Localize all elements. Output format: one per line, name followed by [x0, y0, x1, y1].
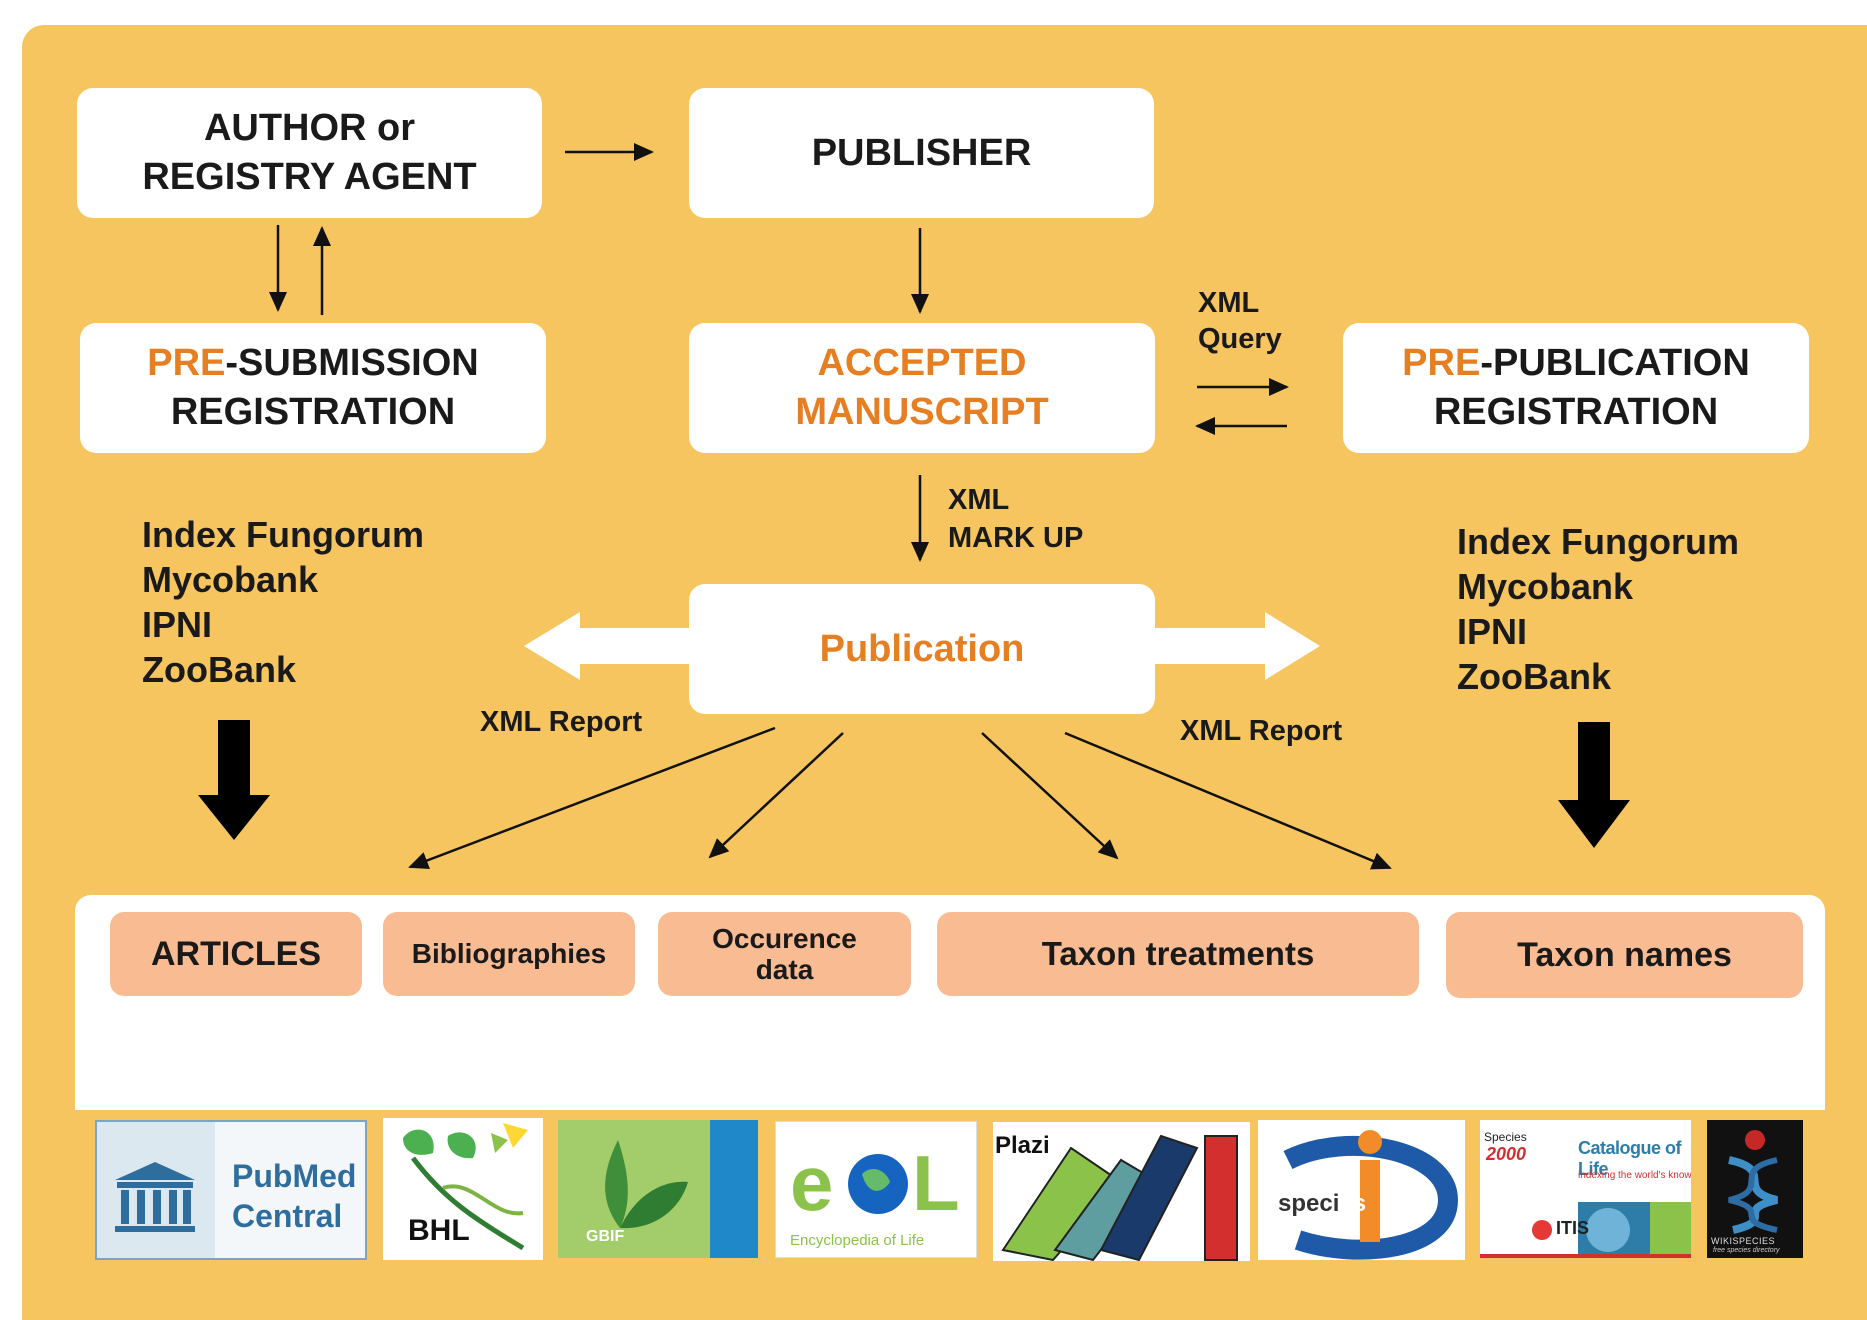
wikispecies-sub: free species directory [1713, 1247, 1780, 1254]
pre-submission-line2: REGISTRATION [170, 391, 456, 433]
species-text: species [1278, 1190, 1366, 1218]
pre-publication-rest: -PUBLICATION [1480, 342, 1750, 384]
bhl-logo[interactable]: BHL [383, 1118, 543, 1260]
arrow-pub-to-treatments [981, 732, 1119, 860]
category-articles: ARTICLES [110, 912, 362, 996]
category-occurence: Occurence data [658, 912, 911, 996]
catalogue-of-life-logo[interactable]: Species 2000 Catalogue of Life indexing … [1480, 1120, 1691, 1258]
registry-right-item: ZooBank [1457, 656, 1612, 697]
pre-publication-line2: REGISTRATION [1433, 391, 1719, 433]
species-logo[interactable]: species [1258, 1120, 1465, 1260]
accepted-line1: ACCEPTED [817, 342, 1027, 384]
xml-query-line2: Query [1198, 323, 1282, 355]
category-articles-label: ARTICLES [151, 934, 321, 973]
white-arrow-left [524, 612, 700, 680]
arrow-pub-to-bibliographies [408, 726, 776, 870]
col-sub: indexing the world's known spe [1578, 1170, 1691, 1181]
wikispecies-text: WIKISPECIES [1711, 1236, 1776, 1246]
accepted-line2: MANUSCRIPT [795, 391, 1049, 433]
xml-report-left: XML Report [480, 706, 643, 738]
registries-right-list: Index Fungorum Mycobank IPNI ZooBank [1457, 519, 1739, 699]
leaf-dna-icon [403, 1123, 528, 1251]
publication-box: Publication [689, 584, 1155, 714]
species-i-icon [1283, 1130, 1459, 1260]
plazi-bars-icon [1001, 1134, 1238, 1261]
author-box: AUTHOR or REGISTRY AGENT [77, 88, 542, 218]
pre-publication-box: PRE-PUBLICATION REGISTRATION [1343, 323, 1809, 453]
registry-right-item: IPNI [1457, 611, 1528, 652]
col-itis: ITIS [1556, 1218, 1590, 1238]
black-arrow-right [1558, 722, 1630, 848]
plazi-logo[interactable]: Plazi [993, 1122, 1250, 1261]
xml-markup-line1: XML [948, 484, 1010, 516]
dna-helix-icon [1728, 1130, 1778, 1234]
pubmed-line1: PubMed [232, 1158, 357, 1194]
pubmed-text: PubMed Central [232, 1156, 356, 1236]
arrow-pub-to-names [1064, 731, 1392, 870]
gbif-logo[interactable]: GBIF [558, 1120, 758, 1258]
wikispecies-logo[interactable]: WIKISPECIES free species directory [1707, 1120, 1803, 1258]
publisher-box: PUBLISHER [689, 88, 1154, 218]
pre-submission-box: PRE-SUBMISSION REGISTRATION [80, 323, 546, 453]
xml-query-label: XML Query [1198, 285, 1282, 357]
svg-text:e: e [790, 1139, 833, 1227]
arrow-pub-to-occurence [708, 732, 844, 859]
category-bibliographies-label: Bibliographies [411, 938, 607, 969]
category-names-label: Taxon names [1517, 935, 1732, 974]
col-2000: 2000 [1486, 1144, 1527, 1164]
gbif-text: GBIF [586, 1228, 625, 1245]
registry-left-item: Index Fungorum [142, 514, 424, 555]
pillars-icon [97, 1122, 365, 1258]
xml-markup-label: XML MARK UP [948, 481, 1083, 557]
registry-left-item: IPNI [142, 604, 213, 645]
category-names: Taxon names [1446, 912, 1803, 998]
bhl-text: BHL [408, 1214, 470, 1247]
eol-text: Encyclopedia of Life [790, 1232, 925, 1249]
col-title: Catalogue of Life [1578, 1138, 1682, 1179]
pre-submission-prefix: PRE [147, 342, 226, 384]
black-arrow-left [198, 720, 270, 840]
species-part1: speci [1278, 1190, 1340, 1217]
pubmed-central-logo[interactable]: PubMed Central [95, 1120, 367, 1260]
pre-submission-rest: -SUBMISSION [225, 342, 479, 384]
white-arrow-right [1145, 612, 1320, 680]
publisher-label: PUBLISHER [811, 131, 1032, 174]
category-occurence-line1: Occurence [712, 923, 857, 954]
registries-left-list: Index Fungorum Mycobank IPNI ZooBank [142, 512, 424, 692]
pre-publication-prefix: PRE [1402, 342, 1481, 384]
registry-right-item: Mycobank [1457, 566, 1634, 607]
xml-markup-line2: MARK UP [948, 522, 1084, 554]
xml-query-line1: XML [1198, 287, 1260, 319]
registry-right-item: Index Fungorum [1457, 521, 1739, 562]
category-bibliographies: Bibliographies [383, 912, 635, 996]
eol-logo[interactable]: e L Encyclopedia of Life [775, 1121, 977, 1258]
registry-left-item: ZooBank [142, 649, 297, 690]
category-treatments: Taxon treatments [937, 912, 1419, 996]
col-globe-icon [1480, 1202, 1691, 1258]
publication-label: Publication [819, 627, 1025, 670]
category-treatments-label: Taxon treatments [1041, 935, 1315, 972]
xml-report-right: XML Report [1180, 715, 1343, 747]
category-occurence-line2: data [755, 954, 814, 985]
plant-icon [558, 1120, 758, 1258]
col-species: Species [1484, 1130, 1527, 1144]
registry-left-item: Mycobank [142, 559, 319, 600]
plazi-text: Plazi [995, 1132, 1050, 1159]
species-part2: es [1339, 1190, 1367, 1217]
pubmed-line2: Central [232, 1198, 343, 1234]
eol-globe-icon: e L [790, 1139, 960, 1227]
accepted-manuscript-box: ACCEPTED MANUSCRIPT [689, 323, 1155, 453]
svg-text:L: L [912, 1139, 960, 1227]
